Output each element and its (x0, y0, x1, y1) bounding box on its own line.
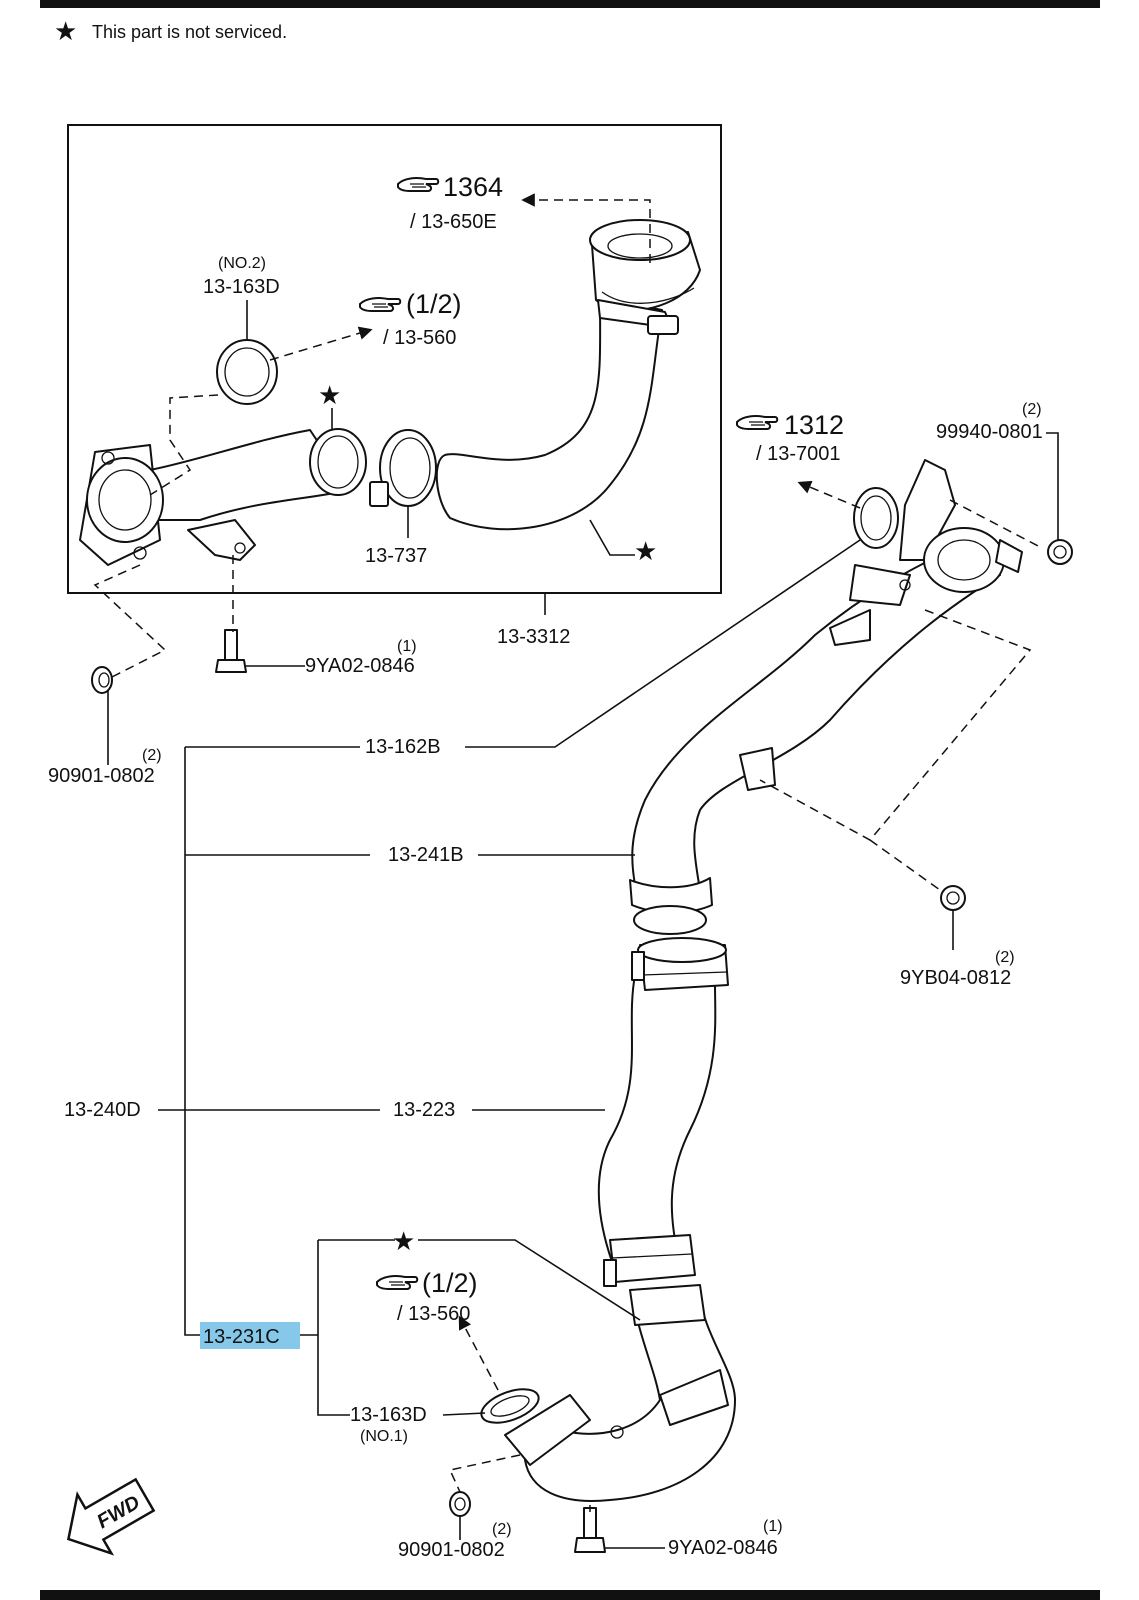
notice: ★ This part is not serviced. (54, 16, 287, 46)
qty-9YA02-bot: (1) (763, 1518, 783, 1535)
label-99940-0801[interactable]: 99940-0801 (936, 421, 1043, 443)
notice-text: This part is not serviced. (92, 22, 287, 42)
gasket-13-163D-no1 (480, 1388, 540, 1424)
nut-99940-0801 (1047, 539, 1073, 565)
ref-half-bot[interactable]: (1/2) / 13-560 (376, 1268, 478, 1325)
bottom-border (40, 1590, 1100, 1600)
pipe-flange-inset (79, 428, 367, 566)
label-90901-0802-top[interactable]: 90901-0802 (48, 765, 155, 787)
gasket-13-162B (853, 487, 899, 549)
label-13-162B[interactable]: 13-162B (365, 736, 441, 758)
label-no2: (NO.2) (218, 255, 266, 272)
label-13-3312[interactable]: 13-3312 (497, 626, 570, 648)
ref-1312-sub[interactable]: / 13-7001 (756, 443, 841, 465)
dashed-assembly-lines (93, 193, 1043, 1512)
inset-box (67, 124, 722, 594)
bolt-9YA02-0846-bot (574, 1507, 606, 1553)
label-13-231C[interactable]: 13-231C (203, 1326, 280, 1348)
label-13-737[interactable]: 13-737 (365, 545, 427, 567)
ref-1312[interactable]: 1312 / 13-7001 (736, 410, 844, 465)
ref-half-top-num[interactable]: (1/2) (406, 289, 462, 319)
star-icon: ★ (54, 16, 77, 46)
star-icon: ★ (318, 380, 341, 410)
qty-90901-top: (2) (142, 747, 162, 764)
bolt-9YA02-0846-top (215, 629, 247, 673)
label-13-240D[interactable]: 13-240D (64, 1099, 141, 1121)
label-9YA02-0846-top[interactable]: 9YA02-0846 (305, 655, 415, 677)
star-icon: ★ (634, 536, 657, 566)
pipe-13-241B (629, 459, 1023, 935)
qty-99940: (2) (1022, 401, 1042, 418)
qty-9YA02-top: (1) (397, 638, 417, 655)
label-no1: (NO.1) (360, 1428, 408, 1445)
label-13-223[interactable]: 13-223 (393, 1099, 455, 1121)
nut-90901-0802-bot (449, 1491, 471, 1517)
highlight-13-231C (200, 1322, 300, 1349)
star-icon: ★ (392, 1226, 415, 1256)
top-border (40, 0, 1100, 8)
qty-9YB04: (2) (995, 949, 1015, 966)
ref-1312-num[interactable]: 1312 (784, 410, 844, 440)
label-13-163D-top[interactable]: 13-163D (203, 276, 280, 298)
label-9YB04-0812[interactable]: 9YB04-0812 (900, 967, 1011, 989)
label-13-163D-bot[interactable]: 13-163D (350, 1404, 427, 1426)
hose-13-223 (597, 937, 729, 1287)
nut-90901-0802-top (91, 666, 113, 694)
pipe-13-231C (504, 1284, 736, 1502)
fwd-arrow-icon: FWD (66, 1477, 156, 1556)
label-90901-0802-bot[interactable]: 90901-0802 (398, 1539, 505, 1561)
gasket-13-163D-no2 (216, 339, 278, 405)
leader-lines (107, 300, 1059, 1549)
ref-half-top-sub[interactable]: / 13-560 (383, 327, 456, 349)
ref-1364[interactable]: 1364 / 13-650E (397, 172, 503, 233)
clamp-13-737 (369, 429, 437, 507)
ref-half-top[interactable]: (1/2) / 13-560 (359, 289, 462, 349)
hose-13-3312 (435, 219, 701, 531)
ref-1364-sub[interactable]: / 13-650E (410, 211, 497, 233)
ref-half-bot-sub[interactable]: / 13-560 (397, 1303, 470, 1325)
label-13-241B[interactable]: 13-241B (388, 844, 464, 866)
ref-half-bot-num[interactable]: (1/2) (422, 1268, 478, 1298)
ref-1364-num[interactable]: 1364 (443, 172, 503, 202)
label-9YA02-0846-bot[interactable]: 9YA02-0846 (668, 1537, 778, 1559)
qty-90901-bot: (2) (492, 1521, 512, 1538)
nut-9YB04-0812 (940, 885, 966, 911)
